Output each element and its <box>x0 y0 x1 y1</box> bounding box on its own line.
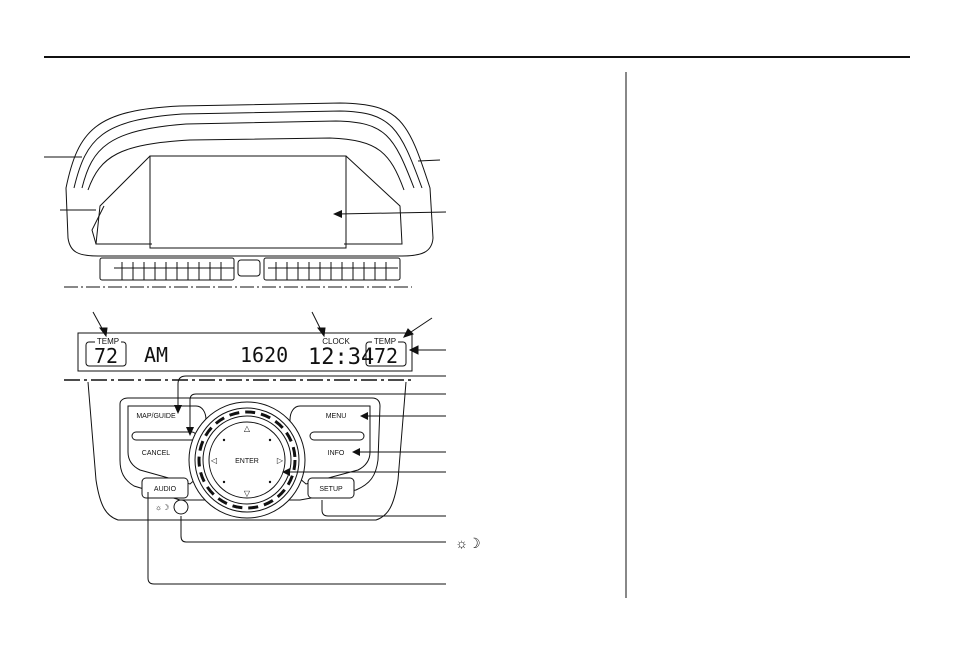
map-guide-button[interactable]: MAP/GUIDE <box>136 413 176 420</box>
display-callouts <box>92 311 446 355</box>
screen-bezel <box>91 155 403 249</box>
menu-button[interactable]: MENU <box>326 413 347 420</box>
day-night-brightness-icon: ☼☽ <box>155 503 170 512</box>
screen-callout-arrow <box>333 210 342 218</box>
panel-callouts <box>147 375 446 585</box>
right-temp-label-mask <box>372 337 398 345</box>
joystick-arrow-left-icon[interactable]: ◁ <box>211 456 218 465</box>
left-temp-value: 72 <box>94 344 118 368</box>
clock-value: 12:34 <box>308 345 374 370</box>
air-vents <box>99 257 401 281</box>
control-panel-body <box>87 381 407 521</box>
brightness-callout-symbol: ☼☽ <box>455 535 480 551</box>
band-readout: AM <box>144 343 168 367</box>
panel-callout-arrows <box>174 405 368 476</box>
lcd-screen <box>152 158 344 246</box>
right-temp-label: TEMP <box>374 337 396 346</box>
info-button[interactable]: INFO <box>328 450 345 457</box>
cancel-button[interactable]: CANCEL <box>142 450 171 457</box>
audio-button-frame[interactable] <box>141 477 189 499</box>
frequency-readout: 1620 <box>240 343 288 367</box>
brightness-button[interactable] <box>173 499 189 515</box>
joystick-arrow-up-icon[interactable]: △ <box>244 424 251 433</box>
setup-button-frame[interactable] <box>307 477 355 499</box>
audio-button[interactable]: AUDIO <box>154 486 177 493</box>
setup-button[interactable]: SETUP <box>319 486 343 493</box>
left-temp-label-mask <box>95 337 121 345</box>
left-temp-label: TEMP <box>97 337 119 346</box>
joystick-arrow-right-icon[interactable]: ▷ <box>277 456 284 465</box>
enter-button[interactable]: ENTER <box>235 458 259 465</box>
screen-callout-line <box>337 211 447 215</box>
joystick-diagonal-dots <box>222 438 272 484</box>
screen-housing <box>44 102 441 257</box>
interface-dial[interactable] <box>188 401 306 519</box>
clock-label: CLOCK <box>322 337 350 346</box>
info-display-strip <box>77 332 413 372</box>
joystick-arrow-down-icon[interactable]: ▽ <box>244 489 251 498</box>
right-temp-value: 72 <box>374 344 398 368</box>
